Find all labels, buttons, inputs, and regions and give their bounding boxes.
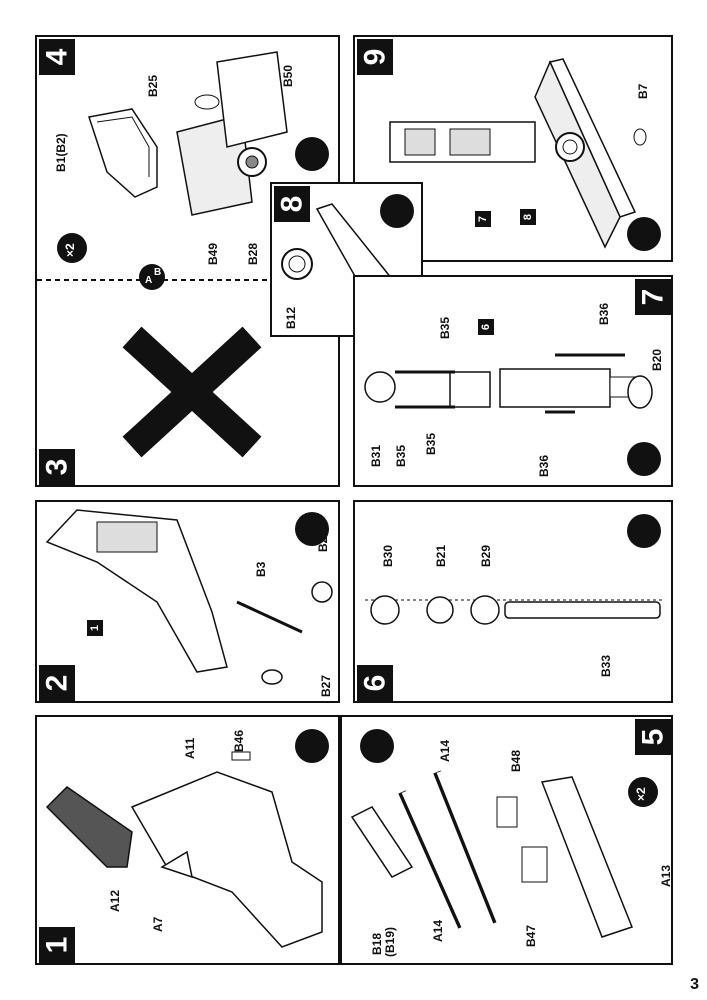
label-b35-bottom: B35 (424, 432, 438, 455)
label-b33: B33 (599, 654, 613, 677)
label-b31: B31 (369, 444, 383, 467)
label-b7: B7 (636, 83, 650, 99)
label-b3: B3 (254, 561, 268, 577)
panel-step-6: 6 B30 B21 B29 B33 (353, 500, 673, 703)
cross-icon (122, 326, 262, 458)
label-b47: B47 (524, 924, 538, 947)
label-b20: B20 (650, 348, 664, 371)
step-3-number: 3 (39, 449, 75, 485)
label-b35-top: B35 (438, 316, 452, 339)
label-b24: B24 (316, 529, 330, 552)
step-2-number: 2 (39, 665, 75, 701)
ref-7-box: 7 (475, 211, 491, 227)
ref-1-box: 1 (87, 620, 103, 636)
panel-step-1: 1 A11 B46 A12 A7 (35, 715, 340, 965)
ref-6-box: 6 (478, 319, 494, 335)
label-a14-top: A14 (438, 739, 452, 762)
label-b27: B27 (319, 674, 333, 697)
label-b36-bottom: B36 (537, 454, 551, 477)
step-2-drawing (45, 509, 333, 685)
label-b18: B18 (370, 932, 384, 955)
label-b30: B30 (381, 544, 395, 567)
step-5-drawing (350, 770, 633, 938)
label-b21: B21 (434, 544, 448, 567)
label-b19: (B19) (383, 926, 397, 957)
label-b28: B28 (246, 242, 260, 265)
svg-text:A: A (145, 275, 152, 286)
qty-badge (628, 777, 658, 807)
ref-8-box: 8 (520, 209, 536, 225)
step-4-number: 4 (39, 39, 75, 75)
glue-dot (295, 512, 329, 546)
label-b36-top: B36 (597, 302, 611, 325)
glue-dot (627, 217, 661, 251)
step-7-drawing (364, 353, 653, 414)
qty-badge (57, 233, 87, 263)
svg-text:B: B (154, 267, 161, 278)
step-6-number: 6 (357, 665, 393, 701)
step-6-drawing (365, 595, 665, 625)
label-b12: B12 (284, 306, 298, 329)
step-8-number: 8 (274, 186, 310, 222)
step-1-drawing (45, 751, 323, 948)
label-b29: B29 (479, 544, 493, 567)
label-a12: A12 (108, 889, 122, 912)
glue-icon (627, 442, 661, 476)
label-b48: B48 (509, 749, 523, 772)
panel-step-2: 2 1 B3 B24 B27 (35, 500, 340, 703)
label-a13: A13 (659, 864, 673, 887)
label-b35-left: B35 (394, 444, 408, 467)
label-a7: A7 (151, 916, 165, 932)
panel-step-5: 5 ×2 A14 B48 A13 B18 (B19) A14 B47 (340, 715, 673, 965)
label-b25: B25 (146, 74, 160, 97)
step-7-number: 7 (635, 279, 671, 315)
step-5-number: 5 (635, 719, 671, 755)
label-b49: B49 (206, 242, 220, 265)
step-1-number: 1 (39, 927, 75, 963)
glue-dot (360, 729, 394, 763)
step-9-drawing (389, 58, 647, 249)
glue-dot (380, 194, 414, 228)
label-b46: B46 (232, 729, 246, 752)
qty-label: ×2 (63, 243, 77, 257)
label-b1: B1(B2) (54, 133, 68, 172)
label-a14-bottom: A14 (431, 919, 445, 942)
glue-dot (295, 729, 329, 763)
glue-icon (295, 137, 329, 171)
qty-label: ×2 (634, 787, 648, 801)
panel-step-7: 7 6 B35 B36 B20 B31 B35 B35 B36 (353, 275, 673, 487)
label-b50: B50 (281, 64, 295, 87)
page-number: 3 (690, 976, 699, 993)
step-9-number: 9 (357, 39, 393, 75)
glue-dot (627, 514, 661, 548)
label-a11: A11 (183, 737, 197, 759)
step-4-drawing: A B (37, 51, 338, 458)
